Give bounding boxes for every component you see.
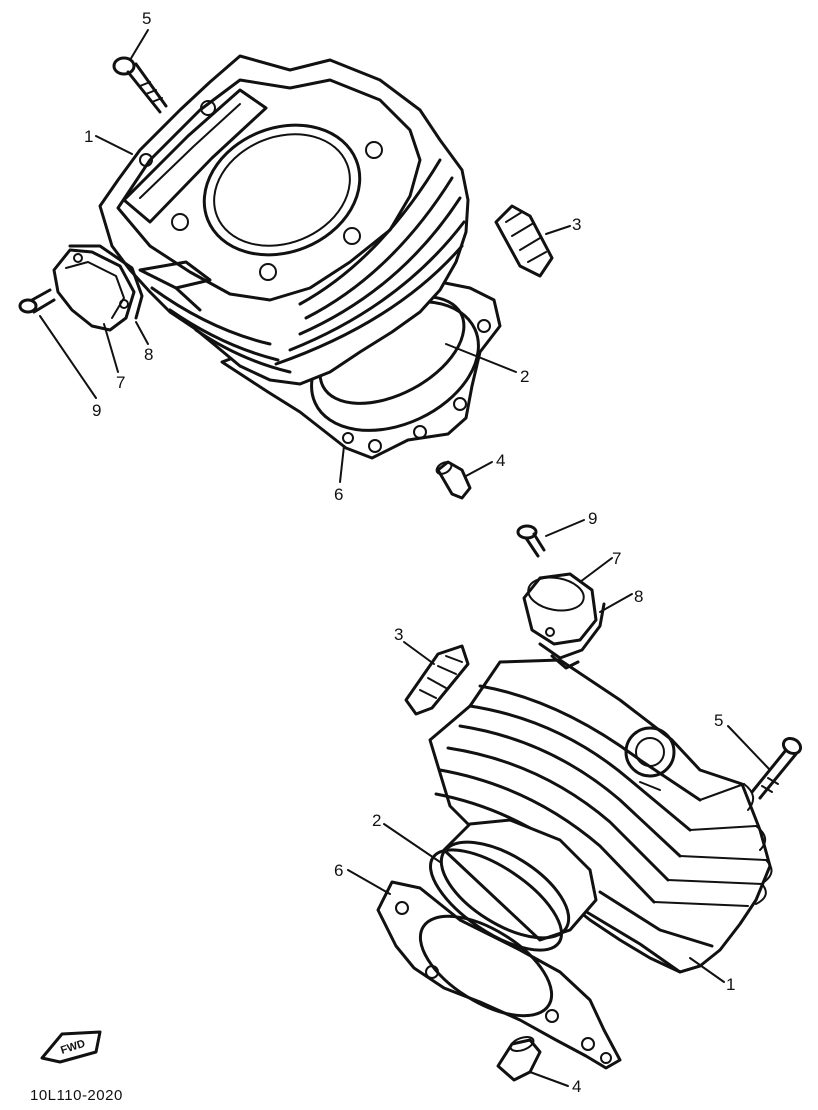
bottom-tensioner-gasket [538, 602, 606, 660]
callout-top-6: 6 [334, 485, 343, 504]
callout-bottom-3: 3 [394, 625, 403, 644]
top-tensioner-gasket [68, 244, 144, 320]
leader-top-8 [135, 321, 149, 345]
top-tensioner-cap [52, 248, 136, 332]
leader-top-5 [129, 29, 149, 61]
bottom-cylinder-body [428, 658, 773, 974]
leader-bottom-1 [689, 957, 725, 983]
leader-top-1 [95, 135, 133, 155]
bottom-dowel-3 [404, 644, 470, 716]
callout-top-5: 5 [142, 9, 151, 28]
bottom-bolt-5 [750, 736, 803, 800]
callout-bottom-9: 9 [588, 509, 597, 528]
leader-bottom-7 [579, 557, 613, 583]
callout-bottom-7: 7 [612, 549, 621, 568]
catalog-number: 10L110-2020 [30, 1087, 123, 1104]
callout-top-9: 9 [92, 401, 101, 420]
top-dowel-3 [494, 204, 554, 278]
leader-top-9 [39, 315, 97, 399]
bottom-tensioner-cap [522, 572, 598, 646]
callout-bottom-2: 2 [372, 811, 381, 830]
top-dowel-4 [435, 460, 472, 500]
callout-bottom-4: 4 [572, 1077, 581, 1096]
top-cylinder-body [98, 54, 470, 386]
leader-bottom-8 [599, 593, 633, 613]
top-cylinder-assembly: 5 1 3 2 8 7 9 4 6 [18, 9, 581, 504]
bottom-base-gasket [376, 880, 622, 1070]
leader-top-6 [339, 445, 345, 483]
bottom-dowel-4 [496, 1036, 542, 1082]
callout-top-1: 1 [84, 127, 93, 146]
bottom-cylinder-assembly: 9 7 8 3 5 2 6 1 4 [334, 509, 803, 1096]
leader-top-7 [103, 323, 119, 373]
top-base-gasket [220, 280, 502, 460]
leader-bottom-3 [403, 641, 435, 665]
callout-bottom-8: 8 [634, 587, 643, 606]
callout-top-8: 8 [144, 345, 153, 364]
callout-bottom-6: 6 [334, 861, 343, 880]
leader-bottom-9 [545, 519, 585, 537]
leader-bottom-5 [727, 725, 771, 771]
callout-top-2: 2 [520, 367, 529, 386]
leader-bottom-4 [529, 1071, 569, 1087]
forward-arrow-icon: FWD [40, 1030, 102, 1064]
top-bolt-5 [112, 56, 168, 114]
callout-bottom-5: 5 [714, 711, 723, 730]
callout-bottom-1: 1 [726, 975, 735, 994]
callout-top-4: 4 [496, 451, 505, 470]
leader-bottom-2 [383, 823, 441, 863]
callout-top-3: 3 [572, 215, 581, 234]
leader-top-4 [465, 461, 493, 477]
leader-top-3 [545, 225, 571, 235]
top-bolt-9 [18, 288, 56, 314]
leader-bottom-6 [347, 869, 391, 895]
leader-top-2 [445, 343, 517, 373]
bottom-bolt-9 [516, 524, 546, 558]
callout-top-7: 7 [116, 373, 125, 392]
